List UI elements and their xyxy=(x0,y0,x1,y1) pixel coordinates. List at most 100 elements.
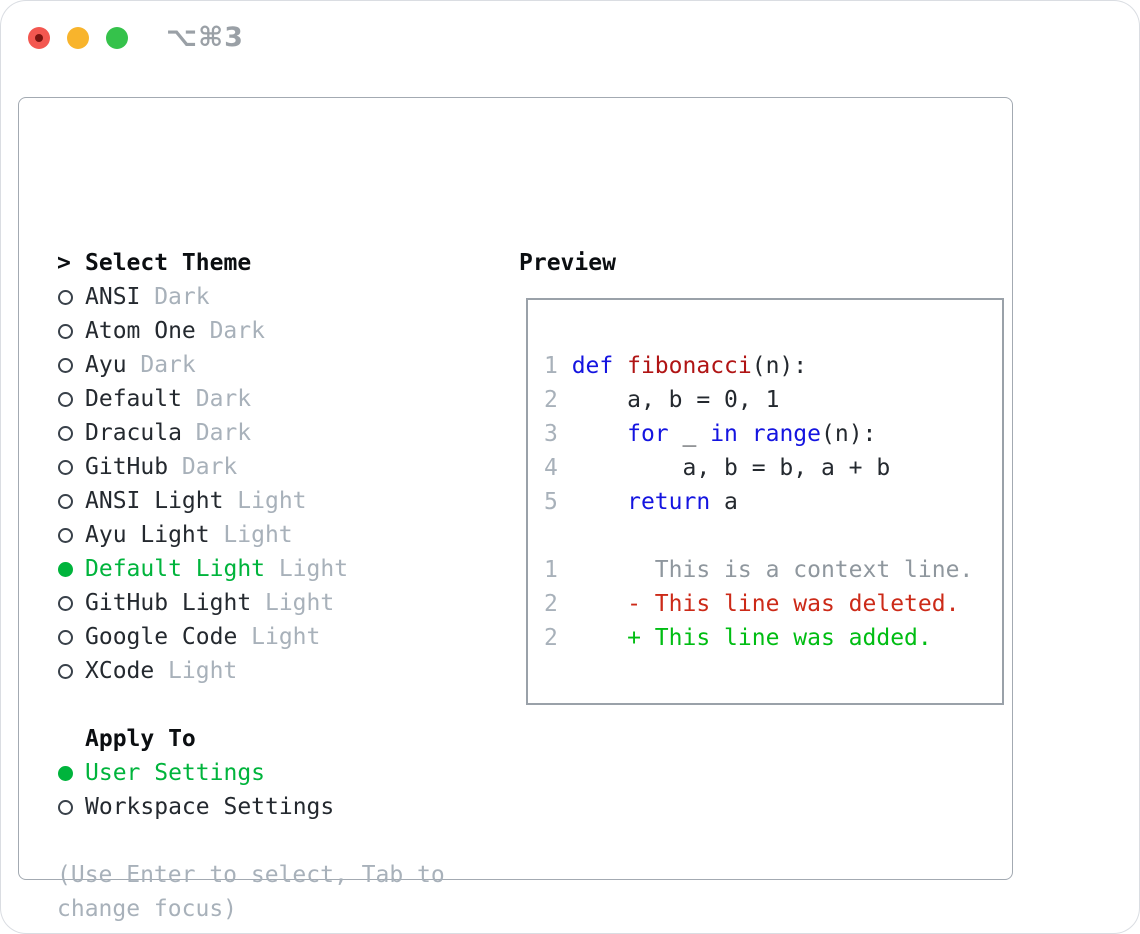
code-segment-plain xyxy=(738,421,752,447)
close-button[interactable] xyxy=(28,27,50,49)
code-segment-kw: range xyxy=(751,421,821,447)
radio-selected-icon xyxy=(58,562,73,577)
code-segment-plain: (n): xyxy=(751,353,808,379)
select-theme-header-row: > Select Theme xyxy=(57,246,487,280)
theme-name: Dracula xyxy=(85,420,182,446)
radio-unselected-icon xyxy=(58,290,73,305)
theme-name: GitHub Light xyxy=(85,590,252,616)
apply-option-label: Workspace Settings xyxy=(85,794,335,820)
apply-to-header-row: Apply To xyxy=(57,722,487,756)
spacer-row xyxy=(57,688,487,722)
theme-variant-tag: Dark xyxy=(209,318,265,344)
radio-unselected-icon xyxy=(58,800,73,815)
apply-option-user-settings[interactable]: User Settings xyxy=(57,756,487,790)
theme-option-ansi-light[interactable]: ANSI Light Light xyxy=(57,484,487,518)
help-text: (Use Enter to select, Tab to change focu… xyxy=(57,862,445,922)
theme-name: ANSI Light xyxy=(85,488,224,514)
code-segment-num: 3 xyxy=(544,421,572,447)
radio-unselected-icon xyxy=(58,664,73,679)
code-line: 2 + This line was added. xyxy=(544,621,1002,655)
code-segment-plain xyxy=(558,557,655,583)
radio-unselected-icon xyxy=(58,460,73,475)
code-line: 4 a, b = b, a + b xyxy=(544,451,1002,485)
radio-marker xyxy=(57,586,85,620)
zoom-button[interactable] xyxy=(106,27,128,49)
theme-name: Google Code xyxy=(85,624,238,650)
code-segment-kw: in xyxy=(710,421,738,447)
theme-name: Ayu xyxy=(85,352,127,378)
radio-unselected-icon xyxy=(58,392,73,407)
theme-option-dracula[interactable]: Dracula Dark xyxy=(57,416,487,450)
radio-marker xyxy=(57,790,85,824)
code-segment-plain: (n): xyxy=(821,421,877,447)
radio-unselected-icon xyxy=(58,528,73,543)
select-theme-header: Select Theme xyxy=(85,250,252,276)
code-segment-plain: a xyxy=(710,489,738,515)
code-segment-num: 1 xyxy=(544,557,558,583)
theme-name: Default xyxy=(85,386,182,412)
radio-marker xyxy=(57,654,85,688)
code-segment-num: 2 xyxy=(544,591,558,617)
theme-option-google-code[interactable]: Google Code Light xyxy=(57,620,487,654)
code-segment-del: - This line was deleted. xyxy=(627,591,960,617)
theme-variant-tag: Light xyxy=(237,488,307,514)
apply-header-indent xyxy=(57,722,85,756)
theme-variant-tag: Dark xyxy=(195,386,252,412)
blank-line xyxy=(544,519,1002,553)
code-segment-num: 4 xyxy=(544,455,572,481)
spacer-row xyxy=(57,824,487,858)
minimize-button[interactable] xyxy=(67,27,89,49)
code-segment-kw: def xyxy=(571,353,614,379)
code-line: 3 for _ in range(n): xyxy=(544,417,1002,451)
theme-option-atom-one[interactable]: Atom One Dark xyxy=(57,314,487,348)
code-segment-num: 2 xyxy=(544,387,572,413)
theme-variant-tag: Light xyxy=(251,624,321,650)
theme-option-xcode[interactable]: XCode Light xyxy=(57,654,487,688)
code-segment-plain xyxy=(572,489,627,515)
code-segment-plain xyxy=(558,591,627,617)
theme-option-default[interactable]: Default Dark xyxy=(57,382,487,416)
theme-name: GitHub xyxy=(85,454,169,480)
theme-name: Atom One xyxy=(85,318,196,344)
radio-marker xyxy=(57,620,85,654)
radio-marker xyxy=(57,416,85,450)
radio-unselected-icon xyxy=(58,630,73,645)
code-segment-ctx: This is a context line. xyxy=(654,557,974,583)
theme-variant-tag: Light xyxy=(168,658,238,684)
apply-to-header: Apply To xyxy=(85,726,196,752)
theme-variant-tag: Light xyxy=(264,590,335,616)
code-segment-plain xyxy=(558,625,627,651)
code-segment-plain: _ xyxy=(668,421,711,447)
radio-marker xyxy=(57,348,85,382)
theme-variant-tag: Dark xyxy=(195,420,252,446)
code-line: 1 This is a context line. xyxy=(544,553,1002,587)
code-segment-plain xyxy=(572,421,627,447)
radio-unselected-icon xyxy=(58,358,73,373)
radio-unselected-icon xyxy=(58,324,73,339)
apply-option-workspace-settings[interactable]: Workspace Settings xyxy=(57,790,487,824)
theme-option-github-light[interactable]: GitHub Light Light xyxy=(57,586,487,620)
radio-marker xyxy=(57,450,85,484)
radio-marker xyxy=(57,314,85,348)
unsaved-indicator-icon xyxy=(35,34,43,42)
radio-unselected-icon xyxy=(58,426,73,441)
radio-unselected-icon xyxy=(58,494,73,509)
code-segment-kw: for xyxy=(627,421,669,447)
focus-cursor-icon: > xyxy=(57,250,71,276)
theme-variant-tag: Light xyxy=(223,522,293,548)
code-segment-plain xyxy=(613,353,627,379)
radio-selected-icon xyxy=(58,766,73,781)
code-segment-num: 5 xyxy=(544,489,572,515)
theme-name: XCode xyxy=(85,658,155,684)
